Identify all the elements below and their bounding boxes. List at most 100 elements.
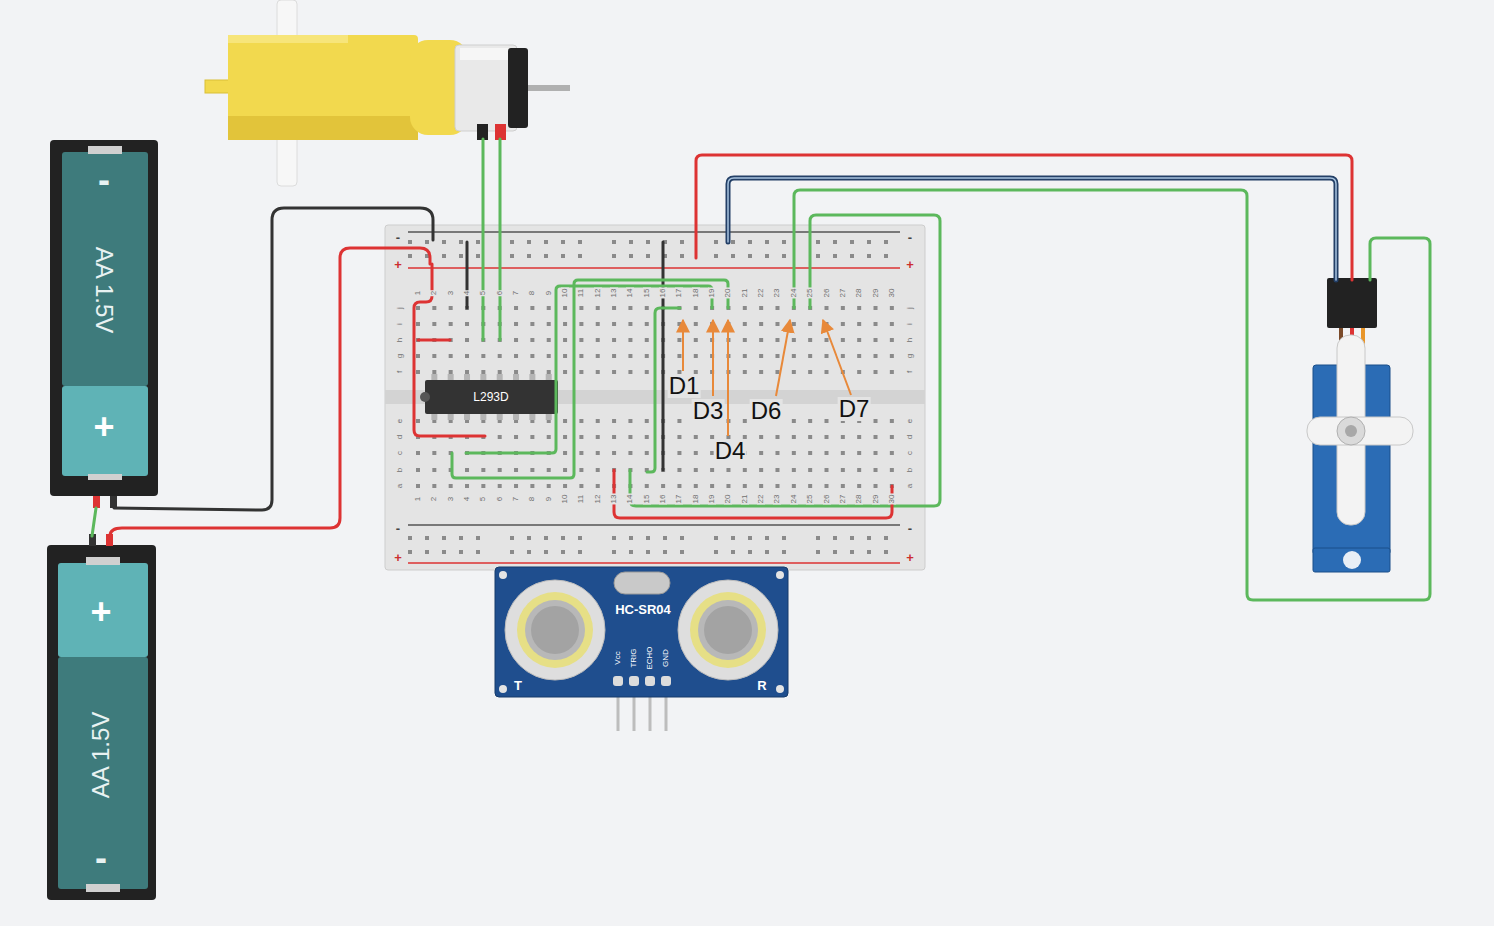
breadboard-hole xyxy=(629,536,633,540)
wires xyxy=(696,155,1352,280)
ultrasonic-sensor xyxy=(690,592,766,668)
breadboard-hole xyxy=(759,451,763,455)
column-number: 28 xyxy=(855,494,863,505)
column-number: 13 xyxy=(610,494,618,505)
breadboard-hole xyxy=(663,536,667,540)
pin-name: GND xyxy=(662,649,670,667)
pin-callout: D7 xyxy=(838,397,871,421)
breadboard-hole xyxy=(465,338,469,342)
breadboard-hole xyxy=(628,322,632,326)
breadboard-hole xyxy=(612,338,616,342)
breadboard-hole xyxy=(596,451,600,455)
breadboard-hole xyxy=(765,254,769,258)
breadboard-hole xyxy=(884,254,888,258)
column-number: 25 xyxy=(806,494,814,505)
breadboard-hole xyxy=(792,354,796,358)
breadboard-hole xyxy=(449,484,453,488)
servo-motor xyxy=(1327,278,1377,328)
column-number: 16 xyxy=(659,494,667,505)
breadboard-hole xyxy=(612,451,616,455)
battery-label: AA 1.5V xyxy=(89,712,113,799)
breadboard-hole xyxy=(547,435,551,439)
breadboard-hole xyxy=(628,306,632,310)
breadboard-hole xyxy=(759,370,763,374)
breadboard-hole xyxy=(808,435,812,439)
breadboard-hole xyxy=(530,468,534,472)
dc-gear-motor xyxy=(228,35,348,43)
breadboard-hole xyxy=(579,419,583,423)
breadboard-hole xyxy=(425,240,429,244)
breadboard-hole xyxy=(825,370,829,374)
breadboard-hole xyxy=(792,468,796,472)
column-number: 5 xyxy=(479,496,487,502)
pin-callout: D6 xyxy=(750,399,783,423)
breadboard-hole xyxy=(530,435,534,439)
column-number: 12 xyxy=(594,288,602,299)
breadboard-hole xyxy=(680,550,684,554)
breadboard-hole xyxy=(782,254,786,258)
breadboard-hole xyxy=(759,435,763,439)
breadboard-hole xyxy=(563,322,567,326)
breadboard-hole xyxy=(726,484,730,488)
wires xyxy=(418,339,450,342)
breadboard-hole xyxy=(841,435,845,439)
breadboard-hole xyxy=(563,338,567,342)
breadboard-hole xyxy=(890,354,894,358)
breadboard-hole xyxy=(825,468,829,472)
breadboard-hole xyxy=(743,370,747,374)
breadboard-hole xyxy=(544,254,548,258)
breadboard xyxy=(408,562,900,564)
breadboard-hole xyxy=(759,484,763,488)
breadboard-hole xyxy=(476,254,480,258)
breadboard-hole xyxy=(498,435,502,439)
breadboard-hole xyxy=(442,254,446,258)
breadboard-hole xyxy=(645,484,649,488)
breadboard-hole xyxy=(514,338,518,342)
breadboard-hole xyxy=(677,354,681,358)
breadboard-hole xyxy=(514,354,518,358)
pin-name: ECHO xyxy=(646,646,654,669)
breadboard-hole xyxy=(416,451,420,455)
column-number: 11 xyxy=(577,494,585,504)
column-number: 17 xyxy=(675,288,683,299)
wires xyxy=(466,242,469,308)
rail-sign: - xyxy=(395,522,401,535)
breadboard-hole xyxy=(833,550,837,554)
breadboard-hole xyxy=(775,484,779,488)
breadboard-hole xyxy=(743,354,747,358)
breadboard-hole xyxy=(408,536,412,540)
breadboard-hole xyxy=(857,322,861,326)
wires xyxy=(614,470,892,518)
breadboard-hole xyxy=(612,254,616,258)
breadboard-hole xyxy=(833,254,837,258)
breadboard-hole xyxy=(579,306,583,310)
polarity-sign: - xyxy=(95,840,107,876)
breadboard-hole xyxy=(759,354,763,358)
breadboard-hole xyxy=(579,370,583,374)
breadboard-hole xyxy=(710,484,714,488)
breadboard-hole xyxy=(481,354,485,358)
breadboard-hole xyxy=(680,240,684,244)
breadboard-hole xyxy=(612,435,616,439)
breadboard-hole xyxy=(578,240,582,244)
breadboard-hole xyxy=(612,370,616,374)
wires xyxy=(728,178,1336,280)
breadboard-hole xyxy=(694,451,698,455)
battery-holder xyxy=(93,496,100,508)
ultrasonic-sensor xyxy=(698,600,758,660)
breadboard-hole xyxy=(825,338,829,342)
breadboard-hole xyxy=(510,550,514,554)
column-number: 13 xyxy=(610,288,618,299)
servo-motor xyxy=(1307,278,1413,572)
breadboard-hole xyxy=(596,484,600,488)
chip-pin xyxy=(448,414,454,420)
callout-arrows xyxy=(776,320,790,396)
breadboard-hole xyxy=(825,419,829,423)
breadboard-hole xyxy=(596,468,600,472)
breadboard-hole xyxy=(530,322,534,326)
column-number: 28 xyxy=(855,288,863,299)
battery-holder xyxy=(62,386,148,476)
breadboard-hole xyxy=(694,484,698,488)
breadboard-hole xyxy=(563,354,567,358)
breadboard-hole xyxy=(416,419,420,423)
